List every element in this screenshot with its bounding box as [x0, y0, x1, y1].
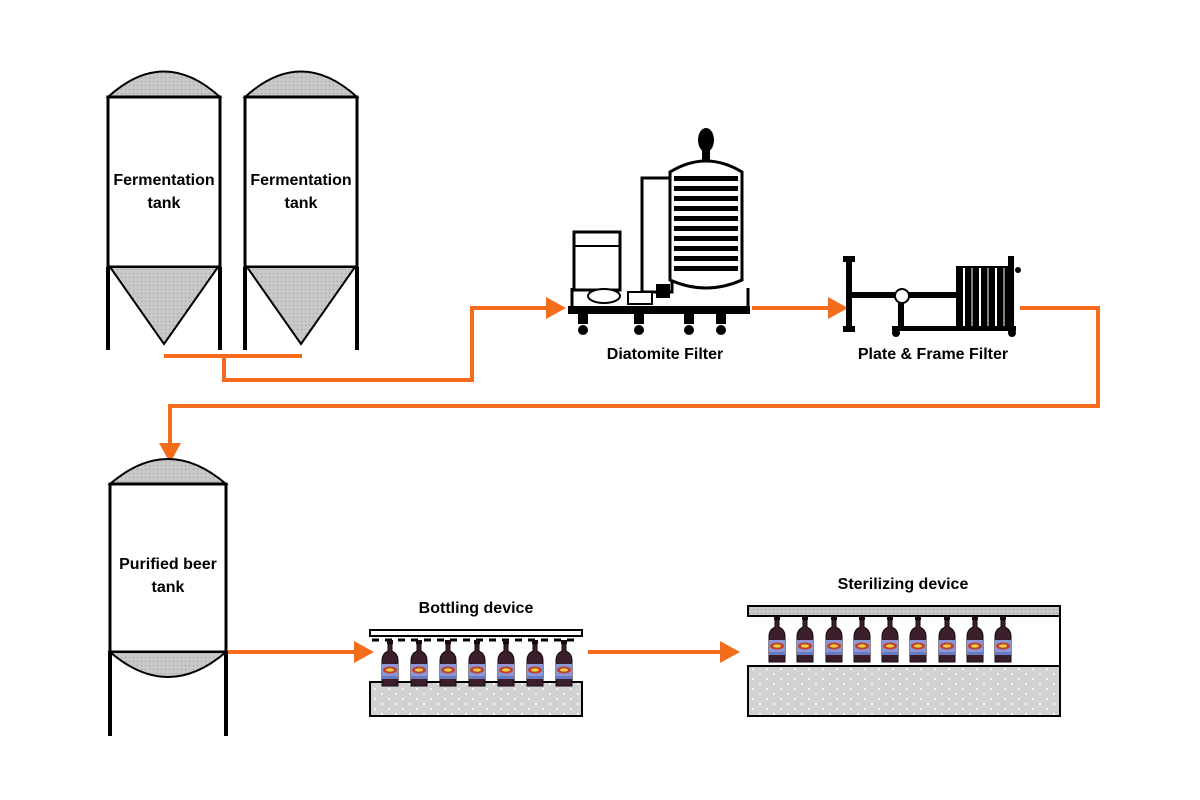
sterilizing-device-label: Sterilizing device — [837, 576, 969, 593]
filter-plates — [674, 176, 738, 271]
filter-frame — [568, 306, 750, 314]
arrow-to-sterilizing — [720, 641, 740, 663]
beer-bottle — [881, 615, 899, 663]
plate-frame-filter-label: Plate & Frame Filter — [857, 346, 1009, 363]
tank-dome — [107, 458, 229, 485]
beer-bottle — [909, 615, 927, 663]
bottling-bottle-row — [381, 639, 573, 687]
fermentation-tank-1 — [105, 70, 223, 350]
filter-wheels — [578, 314, 726, 335]
filter-pump — [587, 288, 621, 304]
bottling-device-label: Bottling device — [418, 600, 534, 617]
arrow-to-plate-frame — [828, 297, 848, 319]
tank-dome — [242, 70, 360, 98]
flow-lines — [164, 306, 1100, 654]
beer-bottle — [439, 639, 457, 687]
bottling-device-machine — [369, 629, 583, 717]
tank-cone — [108, 266, 220, 346]
tank-body — [108, 482, 228, 654]
fermentation-tank-1-label: Fermentation tank — [113, 172, 215, 212]
arrow-to-purified-tank — [159, 443, 181, 463]
beer-bottle — [994, 615, 1012, 663]
filter-plate-stack — [956, 266, 1012, 328]
filter-top-valve — [698, 128, 714, 152]
sterilizing-device-machine — [747, 605, 1061, 717]
flow-pipe-to-diatomite — [222, 306, 548, 382]
beer-bottle — [938, 615, 956, 663]
arrow-to-diatomite — [546, 297, 566, 319]
arrow-to-bottling — [354, 641, 374, 663]
fermentation-tank-2 — [242, 70, 360, 350]
beer-bottle — [853, 615, 871, 663]
diatomite-filter-label: Diatomite Filter — [606, 346, 724, 363]
bottling-top-rail — [369, 629, 583, 637]
purified-beer-tank-label: Purified beer tank — [119, 556, 217, 596]
beer-bottle — [796, 615, 814, 663]
sterilizing-top-rail — [747, 605, 1061, 617]
sterilizing-base — [747, 665, 1061, 717]
bottling-base — [369, 681, 583, 717]
fermentation-tank-2-label: Fermentation tank — [250, 172, 352, 212]
beer-bottle — [526, 639, 544, 687]
diatomite-filter-machine — [568, 128, 750, 335]
beer-bottle — [410, 639, 428, 687]
flow-pipe-to-purified-tank — [168, 306, 1100, 446]
filter-screw-wheel — [894, 288, 910, 304]
beer-bottle — [768, 615, 786, 663]
tank-dome — [105, 70, 223, 98]
plate-frame-filter-machine — [843, 256, 1021, 337]
tank-bottom-dome — [107, 651, 229, 678]
purified-beer-tank — [107, 458, 229, 736]
beer-bottle — [381, 639, 399, 687]
beer-bottle — [966, 615, 984, 663]
tank-body — [106, 95, 222, 269]
beer-bottle — [825, 615, 843, 663]
beer-bottle — [468, 639, 486, 687]
sterilizing-bottle-row — [768, 615, 1012, 663]
beer-bottle — [555, 639, 573, 687]
beer-bottle — [497, 639, 515, 687]
filter-control-box — [572, 230, 622, 292]
flow-arrowheads — [159, 297, 848, 663]
tank-cone — [245, 266, 357, 346]
